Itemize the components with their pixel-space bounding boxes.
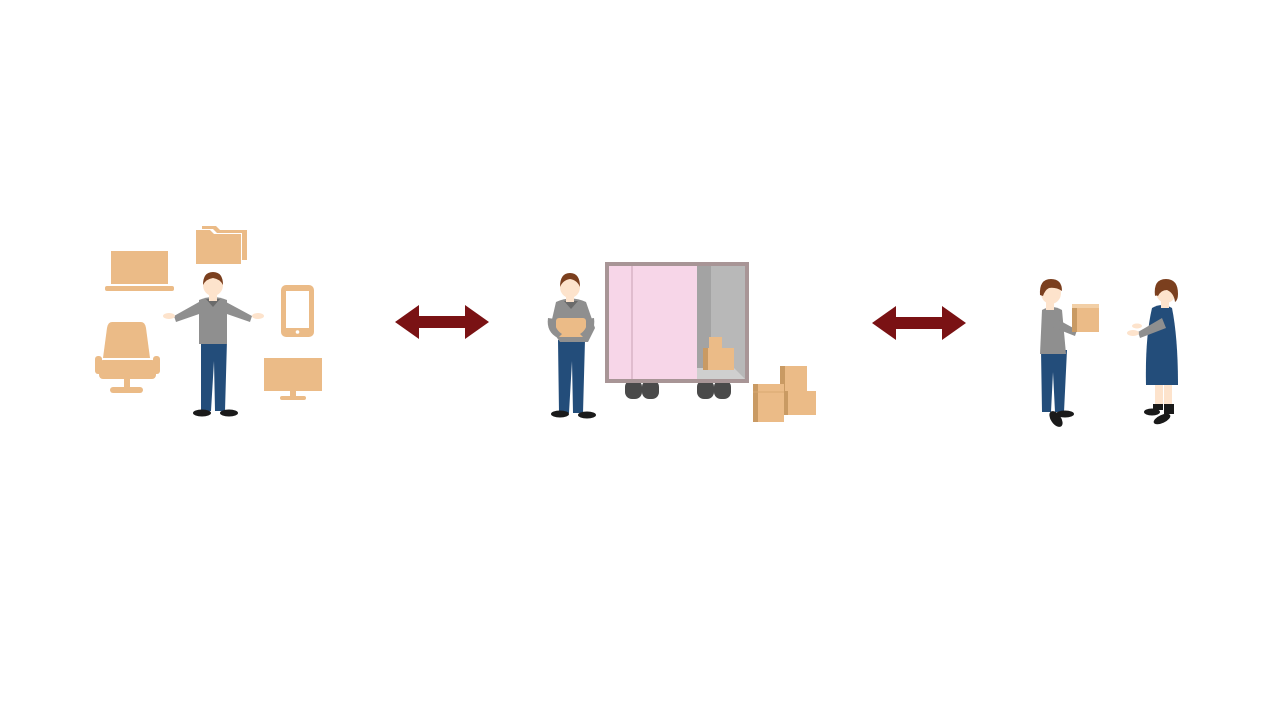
bidirectional-arrow-1	[395, 305, 489, 339]
step-office-items	[95, 226, 322, 417]
folder-icon	[196, 226, 247, 264]
bidirectional-arrow-2	[872, 306, 966, 340]
cardboard-box-icon	[784, 391, 816, 415]
monitor-icon	[264, 358, 322, 400]
worker-presenting	[163, 272, 264, 417]
cardboard-box-icon	[753, 384, 784, 422]
office-chair-icon	[95, 322, 160, 393]
cardboard-box-pile	[753, 366, 816, 422]
worker-carrying-box	[547, 273, 596, 419]
step-truck-loading	[547, 262, 816, 422]
worker-handing-box	[1039, 279, 1099, 427]
cardboard-box-icon	[780, 366, 807, 392]
truck-icon	[605, 262, 749, 399]
customer-receiving	[1127, 279, 1178, 425]
cardboard-box-icon	[1072, 304, 1099, 332]
tablet-icon	[281, 285, 314, 337]
cardboard-box-icon	[703, 337, 734, 370]
step-handover	[1039, 279, 1178, 427]
laptop-icon	[105, 251, 174, 291]
